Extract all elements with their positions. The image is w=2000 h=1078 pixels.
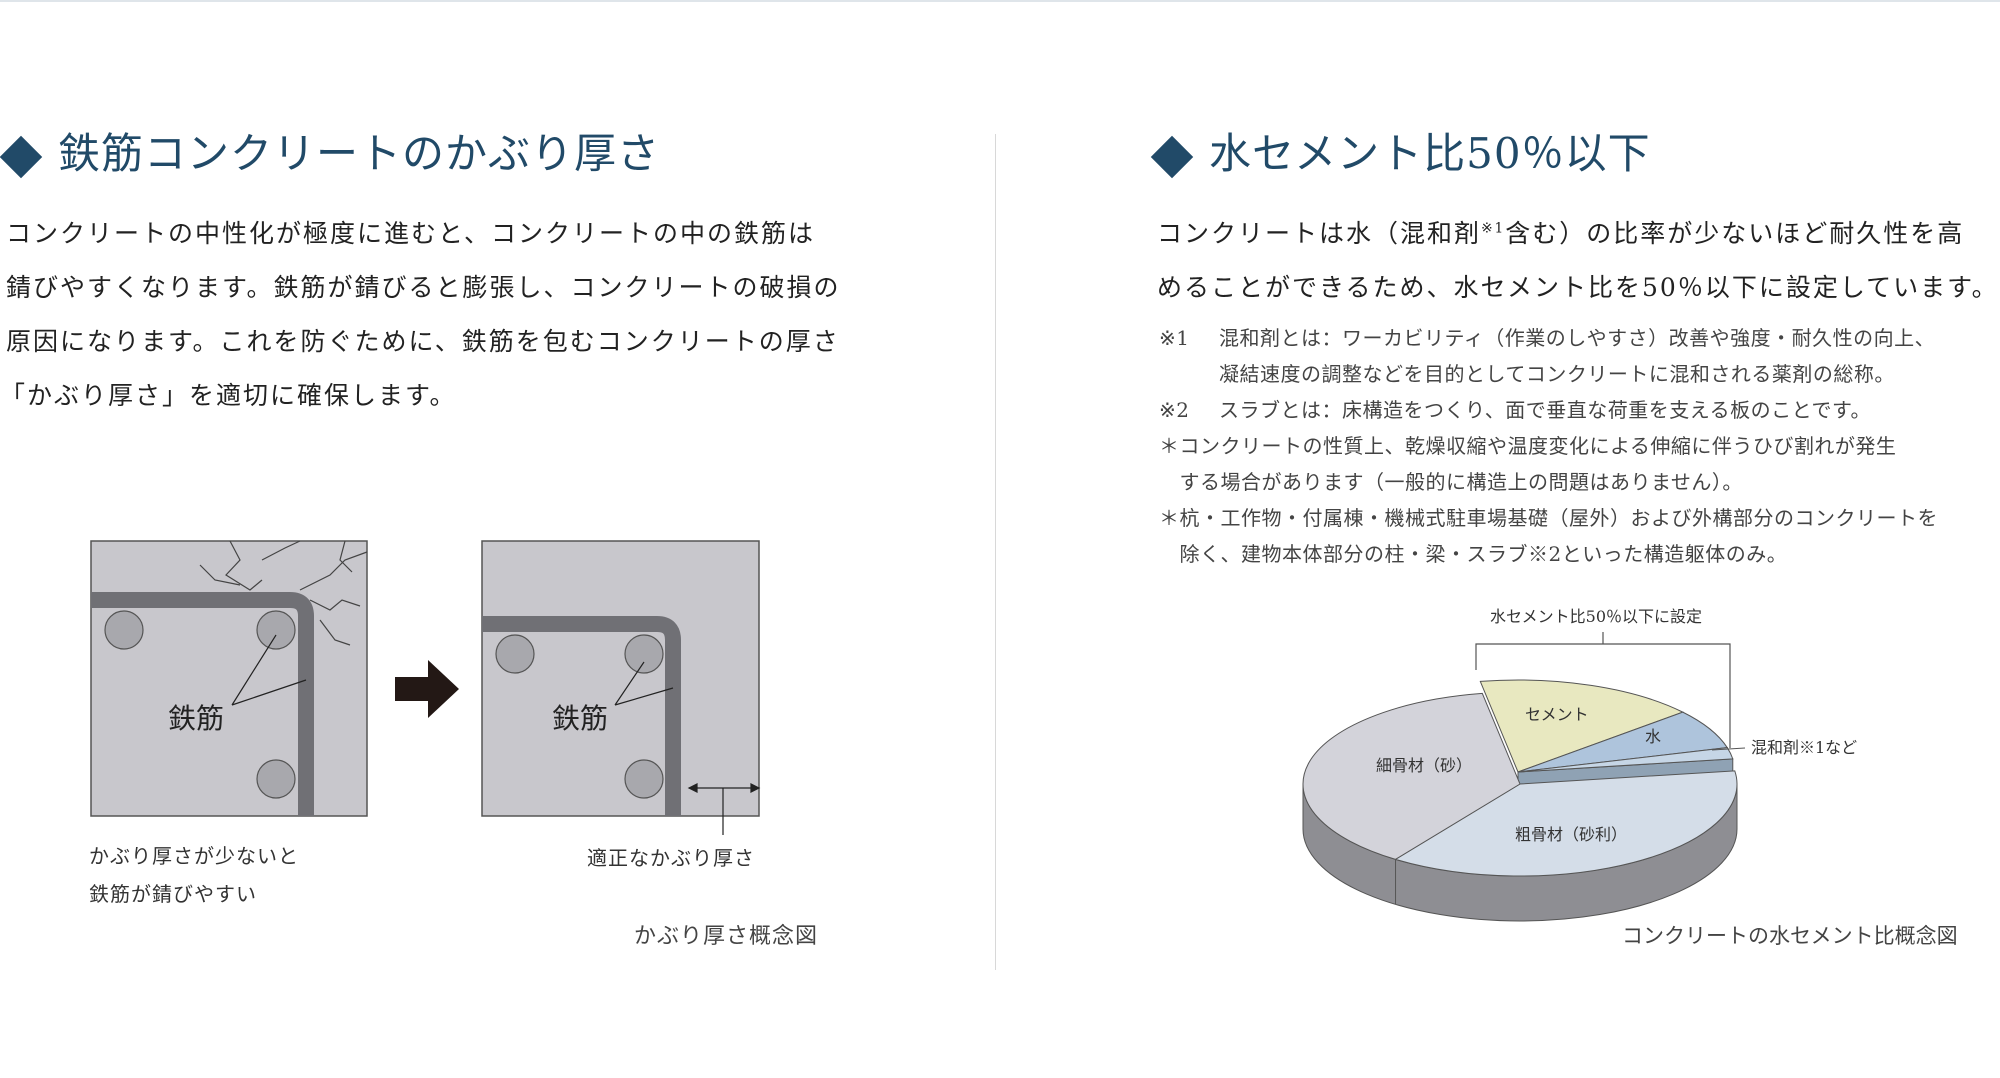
rebar-label: 鉄筋 bbox=[168, 702, 225, 735]
note-item: する場合があります（一般的に構造上の問題はありません）。 bbox=[1159, 470, 1743, 494]
pie-label-fine-aggregate: 細骨材（砂） bbox=[1376, 756, 1472, 775]
proper-cover-caption: 適正なかぶり厚さ bbox=[587, 846, 755, 870]
body-text-line: コンクリートは水（混和剤※1含む）の比率が少ないほど耐久性を高 bbox=[1157, 221, 1964, 246]
note-text: スラブとは：床構造をつくり、面で垂直な荷重を支える板のことです。 bbox=[1219, 398, 1871, 422]
body-text-part: 含む）の比率が少ないほど耐久性を高 bbox=[1505, 219, 1965, 248]
note-mark: ※1 bbox=[1159, 326, 1190, 350]
note-item: 凝結速度の調整などを目的としてコンクリートに混和される薬剤の総称。 bbox=[1219, 364, 1895, 384]
annotation-bracket bbox=[1475, 632, 1731, 748]
body-text-line: 原因になります。これを防ぐために、鉄筋を包むコンクリートの厚さ bbox=[6, 327, 840, 356]
diagram-title: かぶり厚さ概念図 bbox=[634, 924, 819, 949]
section-heading-water-cement-ratio: 水セメント比50％以下 bbox=[1209, 129, 1651, 178]
pie-label-admixture: 混和剤※1など bbox=[1751, 738, 1857, 757]
pie-label-coarse-aggregate: 粗骨材（砂利） bbox=[1515, 825, 1627, 844]
pie-slice bbox=[1479, 679, 1685, 773]
body-text-part: コンクリートは水（混和剤 bbox=[1157, 219, 1482, 248]
chart-annotation: 水セメント比50％以下に設定 bbox=[1490, 607, 1702, 626]
insufficient-cover-box bbox=[90, 540, 368, 817]
cover-dimension-marker bbox=[687, 783, 761, 835]
body-text-line: 錆びやすくなります。鉄筋が錆びると膨張し、コンクリートの破損の bbox=[6, 273, 841, 302]
note-item: 除く、建物本体部分の柱・梁・スラブ※2といった構造躯体のみ。 bbox=[1159, 542, 1788, 566]
rebar-label: 鉄筋 bbox=[552, 702, 609, 735]
note-text: 混和剤とは：ワーカビリティ（作業のしやすさ）改善や強度・耐久性の向上、 bbox=[1219, 326, 1936, 350]
pie-slice bbox=[1394, 770, 1738, 877]
note-item: ＊杭・工作物・付属棟・機械式駐車場基礎（屋外）および外構部分のコンクリートを bbox=[1159, 506, 1938, 530]
crack-lines bbox=[199, 540, 368, 646]
note-mark: ※2 bbox=[1159, 398, 1190, 422]
body-text-line: めることができるため、水セメント比を50％以下に設定しています。 bbox=[1157, 273, 1999, 302]
column-divider bbox=[995, 134, 996, 970]
section-heading-cover-thickness: 鉄筋コンクリートのかぶり厚さ bbox=[58, 129, 661, 178]
pie-slice bbox=[1517, 747, 1734, 773]
note-text: 凝結速度の調整などを目的としてコンクリートに混和される薬剤の総称。 bbox=[1219, 362, 1895, 386]
arrow-right-icon bbox=[395, 660, 459, 718]
chart-title: コンクリートの水セメント比概念図 bbox=[1622, 924, 1958, 948]
proper-cover-box bbox=[481, 540, 761, 835]
footnote-ref: ※1 bbox=[1481, 220, 1506, 237]
body-text-line: 「かぶり厚さ」を適切に確保します。 bbox=[0, 381, 457, 410]
insufficient-cover-caption: かぶり厚さが少ないと bbox=[89, 844, 299, 868]
note-item: ※2 スラブとは：床構造をつくり、面で垂直な荷重を支える板のことです。 bbox=[1159, 400, 1871, 420]
note-item: ※1 混和剤とは：ワーカビリティ（作業のしやすさ）改善や強度・耐久性の向上、 bbox=[1159, 328, 1935, 348]
note-item: ＊コンクリートの性質上、乾燥収縮や温度変化による伸縮に伴うひび割れが発生 bbox=[1159, 434, 1897, 458]
cover-thickness-diagram bbox=[90, 540, 761, 835]
admixture-leader-line bbox=[1711, 747, 1746, 751]
pie-label-cement: セメント bbox=[1525, 705, 1589, 724]
pie-slice bbox=[1302, 692, 1521, 860]
top-border bbox=[0, 0, 2000, 2]
body-text-line: コンクリートの中性化が極度に進むと、コンクリートの中の鉄筋は bbox=[6, 219, 816, 248]
insufficient-cover-caption: 鉄筋が錆びやすい bbox=[89, 882, 257, 906]
pie-label-water: 水 bbox=[1645, 727, 1661, 746]
